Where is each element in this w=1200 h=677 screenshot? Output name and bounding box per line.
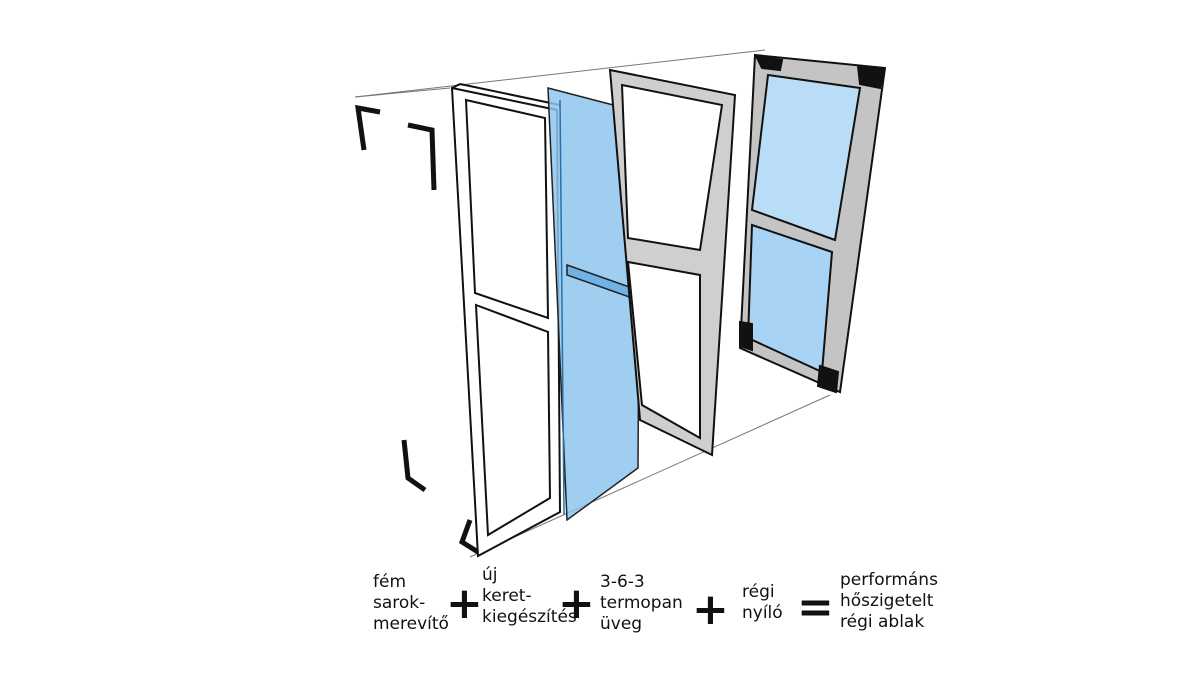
label-line: termopan xyxy=(600,593,683,613)
label-line: nyíló xyxy=(742,603,783,623)
label-line: régi ablak xyxy=(840,612,925,632)
final-window xyxy=(738,53,887,394)
label-glass: 3-6-3 termopan üveg xyxy=(600,572,683,635)
label-line: új xyxy=(482,565,498,585)
label-result: performáns hőszigetelt régi ablak xyxy=(840,570,938,633)
perspective-guides xyxy=(354,49,831,558)
label-line: fém xyxy=(373,572,407,592)
equals-operator: = xyxy=(797,582,834,633)
new-frame-extension xyxy=(450,83,562,558)
label-line: sarok- xyxy=(373,593,426,613)
label-line: kiegészítés xyxy=(482,607,577,627)
label-line: keret- xyxy=(482,586,532,606)
plus-operator: + xyxy=(692,584,729,635)
label-line: hőszigetelt xyxy=(840,591,934,611)
plus-operator: + xyxy=(558,578,595,629)
label-new-frame-extension: új keret- kiegészítés xyxy=(482,565,577,628)
metal-corner-brackets xyxy=(355,104,480,555)
label-metal-corner-bracket: fém sarok- merevítő xyxy=(373,572,449,635)
label-line: üveg xyxy=(600,614,643,634)
old-sash-frame xyxy=(608,68,737,457)
label-line: 3-6-3 xyxy=(600,572,645,592)
plus-operator: + xyxy=(446,578,483,629)
glass-pane xyxy=(547,87,641,522)
label-line: performáns xyxy=(840,570,938,590)
label-old-sash: régi nyíló xyxy=(742,582,783,624)
label-line: merevítő xyxy=(373,614,449,634)
label-line: régi xyxy=(742,582,775,602)
